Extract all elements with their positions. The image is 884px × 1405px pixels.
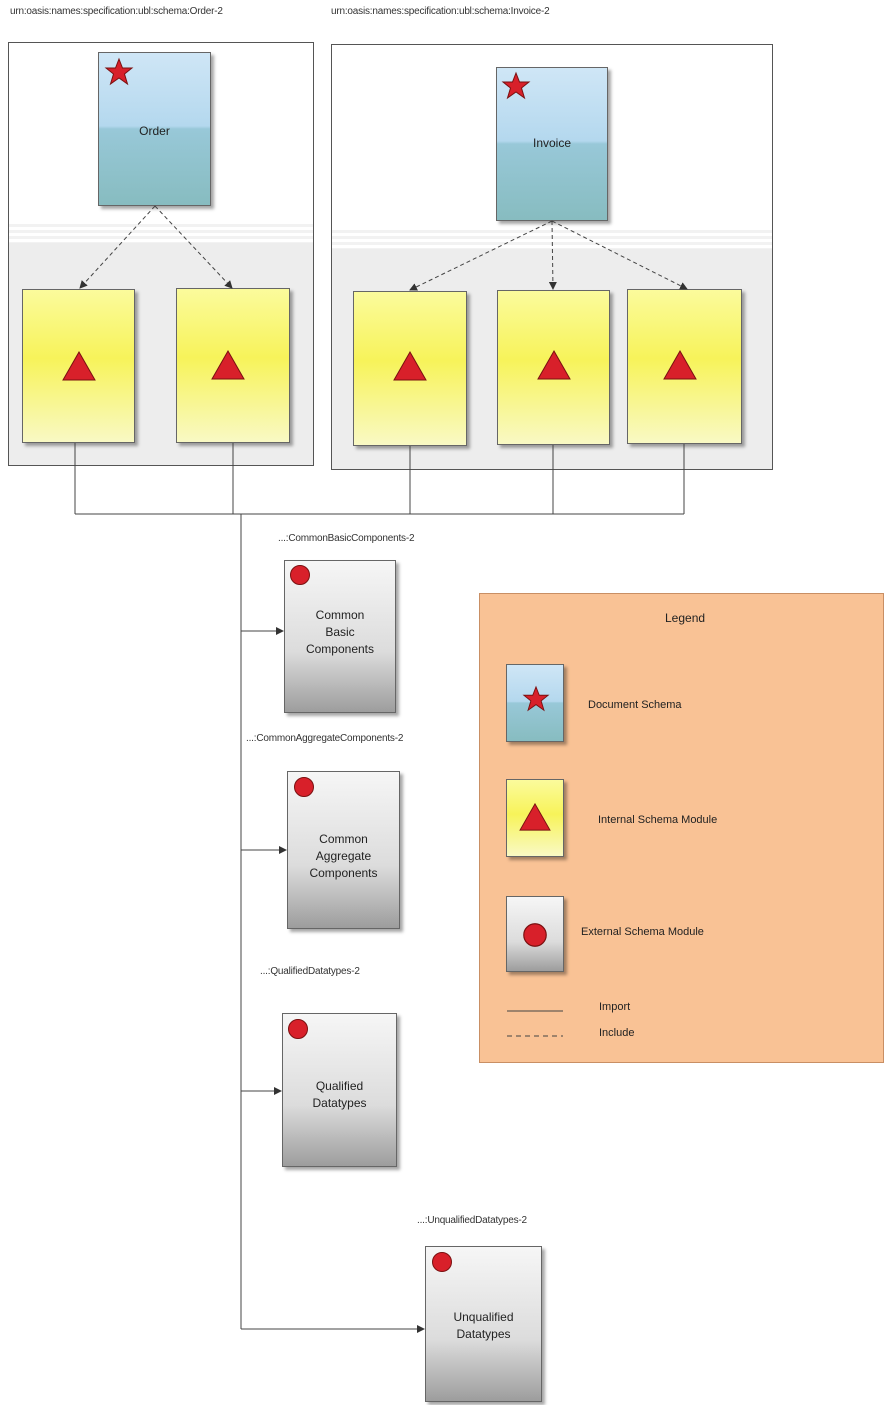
qdt-label-line-1: Qualified xyxy=(315,1079,364,1093)
invoice-internal-module-2 xyxy=(497,290,610,445)
qualified-datatypes-label: Qualified Datatypes xyxy=(283,1078,396,1112)
legend-internal-swatch xyxy=(506,779,564,857)
circle-icon xyxy=(290,565,310,585)
legend-external-swatch xyxy=(506,896,564,972)
qdt-label-line-2: Datatypes xyxy=(312,1096,367,1110)
legend-line-samples xyxy=(507,1010,563,1037)
order-internal-module-1 xyxy=(22,289,135,443)
order-include-links xyxy=(79,205,233,289)
legend-external-label: External Schema Module xyxy=(581,926,704,938)
cac-label-line-2: Aggregate xyxy=(315,849,372,863)
order-document-schema: Order xyxy=(98,52,211,206)
invoice-document-label: Invoice xyxy=(532,136,572,150)
common-basic-components-label: Common Basic Components xyxy=(285,607,395,658)
legend-panel: Legend Document Schema Internal Schema M… xyxy=(479,593,884,1063)
legend-document-swatch xyxy=(506,664,564,742)
udt-namespace-label: ...:UnqualifiedDatatypes-2 xyxy=(417,1215,527,1226)
order-namespace-label: urn:oasis:names:specification:ubl:schema… xyxy=(10,6,223,17)
circle-icon xyxy=(294,777,314,797)
order-document-label: Order xyxy=(139,124,170,138)
import-links xyxy=(74,443,685,1333)
udt-label-line-2: Datatypes xyxy=(456,1327,511,1341)
cbc-label-line-3: Components xyxy=(305,642,375,656)
star-icon xyxy=(104,57,134,86)
invoice-namespace-label: urn:oasis:names:specification:ubl:schema… xyxy=(331,6,550,17)
circle-icon xyxy=(288,1019,308,1039)
triangle-icon xyxy=(537,349,571,380)
common-aggregate-components-module: Common Aggregate Components xyxy=(287,771,400,929)
invoice-include-links xyxy=(409,220,688,291)
triangle-icon xyxy=(62,350,96,381)
triangle-icon xyxy=(211,349,245,380)
common-basic-components-module: Common Basic Components xyxy=(284,560,396,713)
cbc-label-line-2: Basic xyxy=(325,625,355,639)
cac-label-line-3: Components xyxy=(309,866,378,880)
legend-include-label: Include xyxy=(599,1027,635,1039)
invoice-internal-module-3 xyxy=(627,289,742,444)
triangle-icon xyxy=(519,802,551,831)
legend-title: Legend xyxy=(665,611,706,625)
legend-document-label: Document Schema xyxy=(588,699,682,711)
star-icon xyxy=(501,71,531,100)
order-internal-module-2 xyxy=(176,288,290,443)
cbc-label-line-1: Common xyxy=(315,608,365,622)
unqualified-datatypes-module: Unqualified Datatypes xyxy=(425,1246,542,1402)
cac-namespace-label: ...:CommonAggregateComponents-2 xyxy=(246,733,404,744)
cbc-namespace-label: ...:CommonBasicComponents-2 xyxy=(278,533,415,544)
circle-icon xyxy=(432,1252,452,1272)
cac-label-line-1: Common xyxy=(319,832,368,846)
udt-label-line-1: Unqualified xyxy=(453,1310,514,1324)
invoice-document-schema: Invoice xyxy=(496,67,608,221)
legend-import-label: Import xyxy=(599,1001,631,1013)
star-icon xyxy=(522,685,550,712)
triangle-icon xyxy=(393,350,427,381)
legend-internal-label: Internal Schema Module xyxy=(598,814,718,826)
common-aggregate-components-label: Common Aggregate Components xyxy=(288,831,399,882)
qualified-datatypes-module: Qualified Datatypes xyxy=(282,1013,397,1167)
unqualified-datatypes-label: Unqualified Datatypes xyxy=(426,1309,541,1343)
invoice-internal-module-1 xyxy=(353,291,467,446)
triangle-icon xyxy=(663,349,697,380)
circle-icon xyxy=(523,923,547,947)
qdt-namespace-label: ...:QualifiedDatatypes-2 xyxy=(260,966,360,977)
